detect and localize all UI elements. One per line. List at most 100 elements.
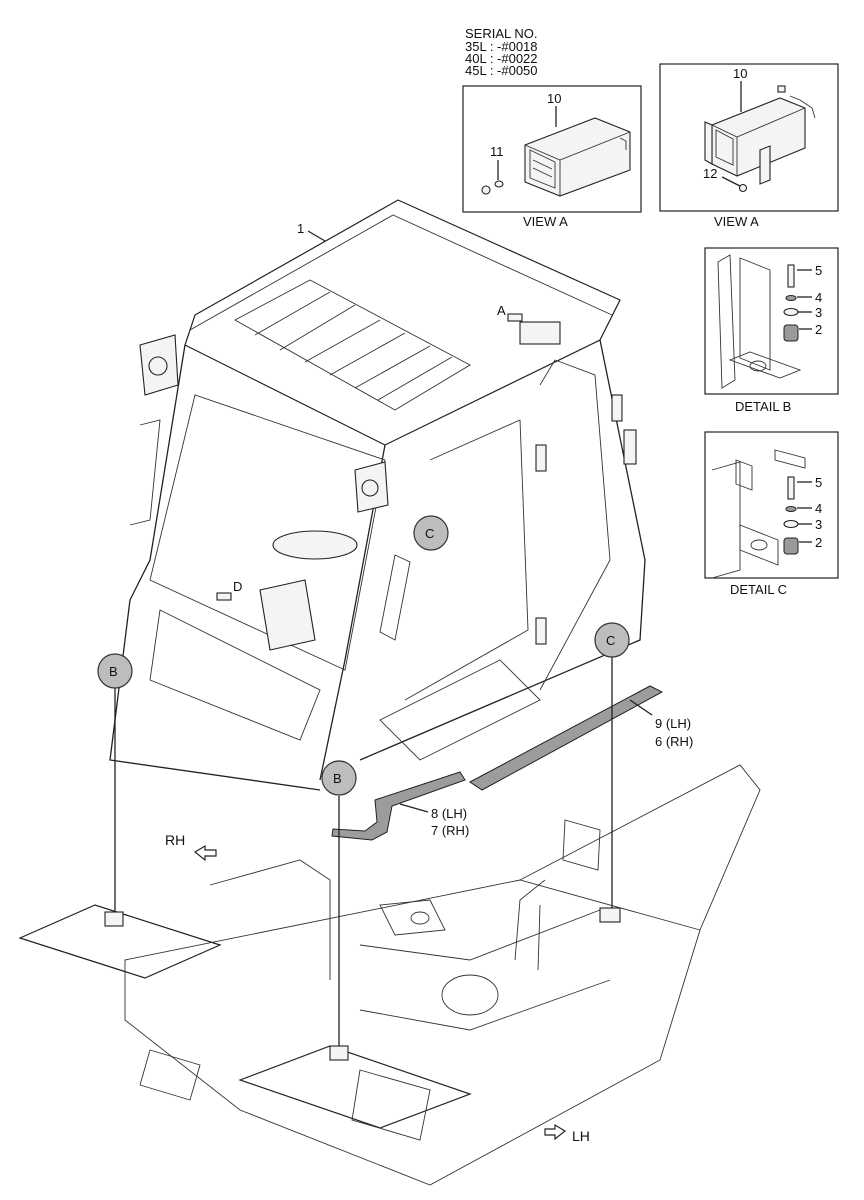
callout-c-inner	[413, 515, 449, 551]
part-9-label: 9 (LH)	[655, 716, 691, 731]
frame-front-guard	[139, 1049, 201, 1101]
mount-pad-left	[104, 911, 124, 927]
mount-pad-right	[599, 907, 621, 923]
detail-c-part-4: 4	[815, 501, 822, 516]
part-8-label: 8 (LH)	[431, 806, 467, 821]
detail-c-block	[735, 459, 753, 491]
frame-rear-bracket	[514, 879, 546, 971]
radio-bracket-2	[704, 121, 771, 185]
part-12-label: 12	[703, 166, 717, 181]
radio-face-2	[715, 129, 734, 166]
tag-d-icon	[216, 592, 232, 601]
leader-strip-78	[399, 803, 429, 813]
frame-access-hole	[441, 974, 499, 1016]
front-grab-handle	[129, 419, 161, 526]
detail-c-bolt	[787, 476, 795, 500]
cab-lower-front	[109, 599, 321, 791]
radio-connector-1	[619, 137, 627, 150]
frame-body	[124, 879, 701, 1186]
cab-roof-edge	[189, 214, 613, 331]
screw-11	[481, 185, 491, 195]
direction-indicators: RH LH	[165, 832, 590, 1144]
screw-12	[738, 183, 748, 193]
sunroof-bars	[254, 291, 453, 401]
sealing-strips: 9 (LH) 6 (RH) 8 (LH) 7 (RH)	[331, 685, 693, 841]
detail-b-part-4: 4	[815, 290, 822, 305]
windshield-opening	[149, 394, 386, 671]
detail-b-part-2: 2	[815, 322, 822, 337]
callout-c-right	[594, 622, 630, 658]
frame-crossmembers	[359, 909, 611, 1031]
callout-c-right-label: C	[606, 633, 615, 648]
steering-column	[259, 579, 316, 651]
marker-d-label: D	[233, 579, 242, 594]
leader-part-1	[307, 230, 326, 242]
frame-mount-plate	[379, 899, 446, 936]
serial-line-45l: 45L : -#0050	[465, 63, 538, 78]
detail-b-box: 5 4 3 2 DETAIL B	[704, 247, 839, 414]
serial-line-35l: 35L : -#0018	[465, 39, 538, 54]
frame-rear-guard	[351, 1069, 431, 1141]
detail-c-bracket	[739, 524, 779, 566]
detail-c-tab	[774, 449, 806, 469]
callout-b-rear	[321, 760, 357, 796]
arrow-lh-icon	[544, 1123, 567, 1141]
cab-door-glass	[404, 419, 529, 701]
detail-c-mount	[783, 537, 799, 555]
door-hinge-lower	[535, 617, 547, 645]
detail-b-pillar	[717, 254, 736, 389]
machine-frame	[18, 764, 761, 1186]
radio-plug-2	[777, 85, 786, 93]
part-10-label-b: 10	[733, 66, 747, 81]
detail-b-bracket	[728, 351, 802, 379]
view-a-label-2: VIEW A	[714, 214, 759, 229]
detail-b-mount	[783, 324, 799, 342]
frame-mount-hole	[410, 911, 430, 925]
frame-rail-left	[209, 859, 331, 980]
vent-grille	[623, 429, 637, 465]
callout-b-left	[97, 653, 133, 689]
marker-a-label: A	[497, 303, 506, 318]
radio-unit-1-edges	[524, 131, 631, 196]
detail-b-bolt	[787, 264, 795, 288]
callout-b-rear-label: B	[333, 771, 342, 786]
detail-b-lockwasher	[785, 295, 797, 301]
serial-line-40l: 40L : -#0022	[465, 51, 538, 66]
detail-c-part-3: 3	[815, 517, 822, 532]
detail-c-frame	[704, 431, 839, 579]
radio-mount-box	[519, 321, 561, 345]
detail-b-washer	[783, 307, 799, 317]
view-a-box-2: 10 12 VIEW A	[659, 63, 839, 229]
left-step-plate	[18, 904, 222, 979]
strip-6-9	[469, 685, 664, 791]
strip-7-8	[331, 771, 466, 841]
mount-pad-rear	[329, 1045, 349, 1061]
rear-step-plate	[238, 1045, 472, 1129]
part-7-label: 7 (RH)	[431, 823, 469, 838]
serial-number-block: SERIAL NO. 35L : -#0018 40L : -#0022 45L…	[465, 26, 538, 78]
leader-12	[721, 176, 741, 187]
view-a-label-1: VIEW A	[523, 214, 568, 229]
detail-c-label: DETAIL C	[730, 582, 787, 597]
part-1-label: 1	[297, 221, 304, 236]
door-hinge-upper	[535, 444, 547, 472]
detail-c-wall	[711, 461, 741, 579]
view-a-box-1: 10 11 VIEW A	[462, 85, 642, 229]
arrow-rh-icon	[193, 844, 217, 862]
radio-unit-2-edges	[711, 107, 806, 176]
cab-front-pillars	[129, 344, 386, 781]
detail-b-part-5: 5	[815, 263, 822, 278]
detail-c-part-2: 2	[815, 535, 822, 550]
steering-wheel	[272, 530, 358, 560]
detail-c-lockwasher	[785, 506, 797, 512]
radio-cable-2	[789, 95, 816, 119]
part-11-label: 11	[490, 144, 504, 159]
sunroof	[234, 279, 471, 411]
cab-floor	[379, 659, 541, 761]
detail-b-label: DETAIL B	[735, 399, 791, 414]
cab-rear-window	[539, 359, 611, 691]
frame-rear-mount	[562, 819, 601, 871]
cab-right-side	[359, 339, 646, 761]
detail-c-part-5: 5	[815, 475, 822, 490]
part-10-label-a: 10	[547, 91, 561, 106]
